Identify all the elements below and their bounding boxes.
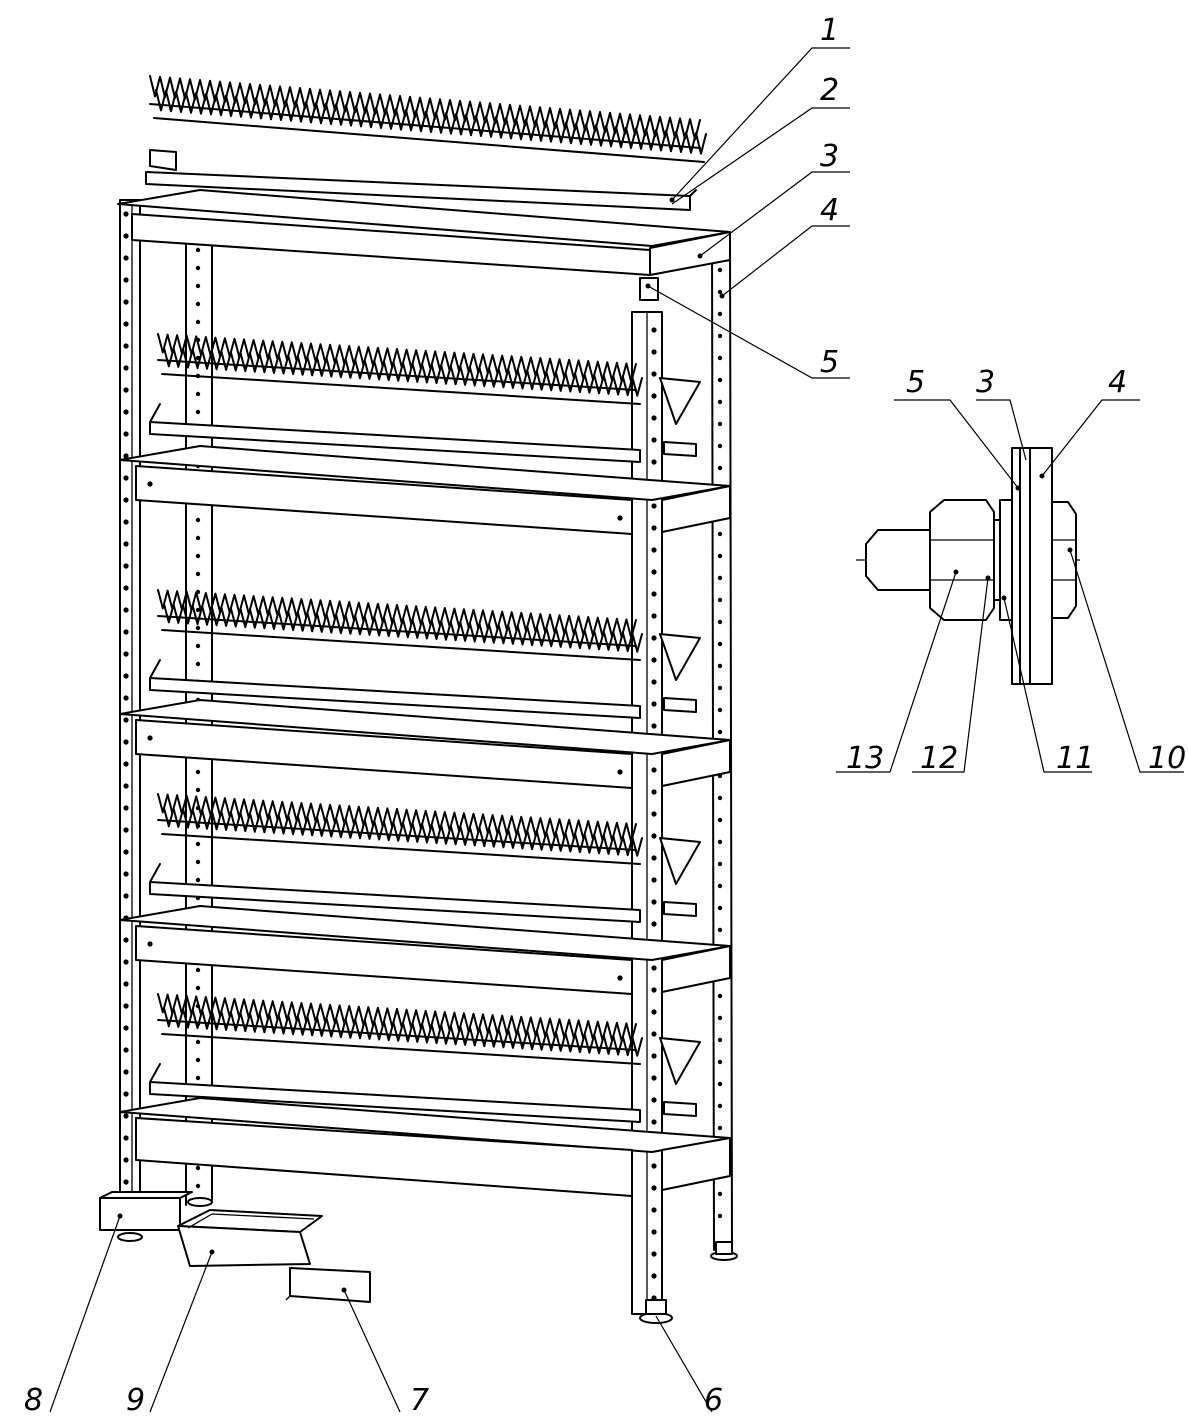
callout-1: 1 xyxy=(820,13,839,48)
top-drying-rack xyxy=(145,75,707,211)
callout-7: 7 xyxy=(410,1383,429,1416)
detail-callout-3: 3 xyxy=(976,365,995,400)
bottom-beam xyxy=(135,1117,731,1197)
shelf-level-3 xyxy=(119,793,731,995)
shelf-level-2 xyxy=(119,589,731,789)
plate-11 xyxy=(999,499,1013,621)
adjustable-feet xyxy=(117,1197,738,1324)
callout-6: 6 xyxy=(704,1383,723,1416)
shelf-level-1 xyxy=(119,333,731,535)
hex-nut-13 xyxy=(929,499,995,621)
detail-callout-4: 4 xyxy=(1108,365,1127,400)
bolt-head-10 xyxy=(1051,501,1077,619)
shelf-levels xyxy=(119,333,731,1197)
bolt-joint-detail xyxy=(856,447,1080,685)
callout-3: 3 xyxy=(820,139,839,174)
top-frame xyxy=(117,189,731,301)
callout-8: 8 xyxy=(24,1383,43,1416)
detail-callout-5: 5 xyxy=(906,365,925,400)
side-cover-8 xyxy=(99,1191,193,1231)
callout-numbers: 1 2 3 4 5 6 7 8 9 5 3 4 13 12 11 10 xyxy=(24,13,1186,1416)
detail-callout-11: 11 xyxy=(1056,741,1094,776)
callout-leaders xyxy=(49,47,1184,1413)
callout-2: 2 xyxy=(820,73,839,108)
drip-tray-9 xyxy=(177,1209,323,1267)
loose-parts xyxy=(99,1191,371,1303)
detail-callout-10: 10 xyxy=(1148,741,1186,776)
callout-9: 9 xyxy=(126,1383,145,1416)
plate-4 xyxy=(1029,447,1053,685)
detail-callout-13: 13 xyxy=(846,741,884,776)
callout-4: 4 xyxy=(820,193,839,228)
callout-5: 5 xyxy=(820,345,839,380)
corner-bracket xyxy=(639,277,659,301)
detail-callout-12: 12 xyxy=(920,741,958,776)
side-cover-7 xyxy=(285,1267,371,1303)
bolt-shank xyxy=(865,529,931,591)
plate-3 xyxy=(1019,447,1031,685)
